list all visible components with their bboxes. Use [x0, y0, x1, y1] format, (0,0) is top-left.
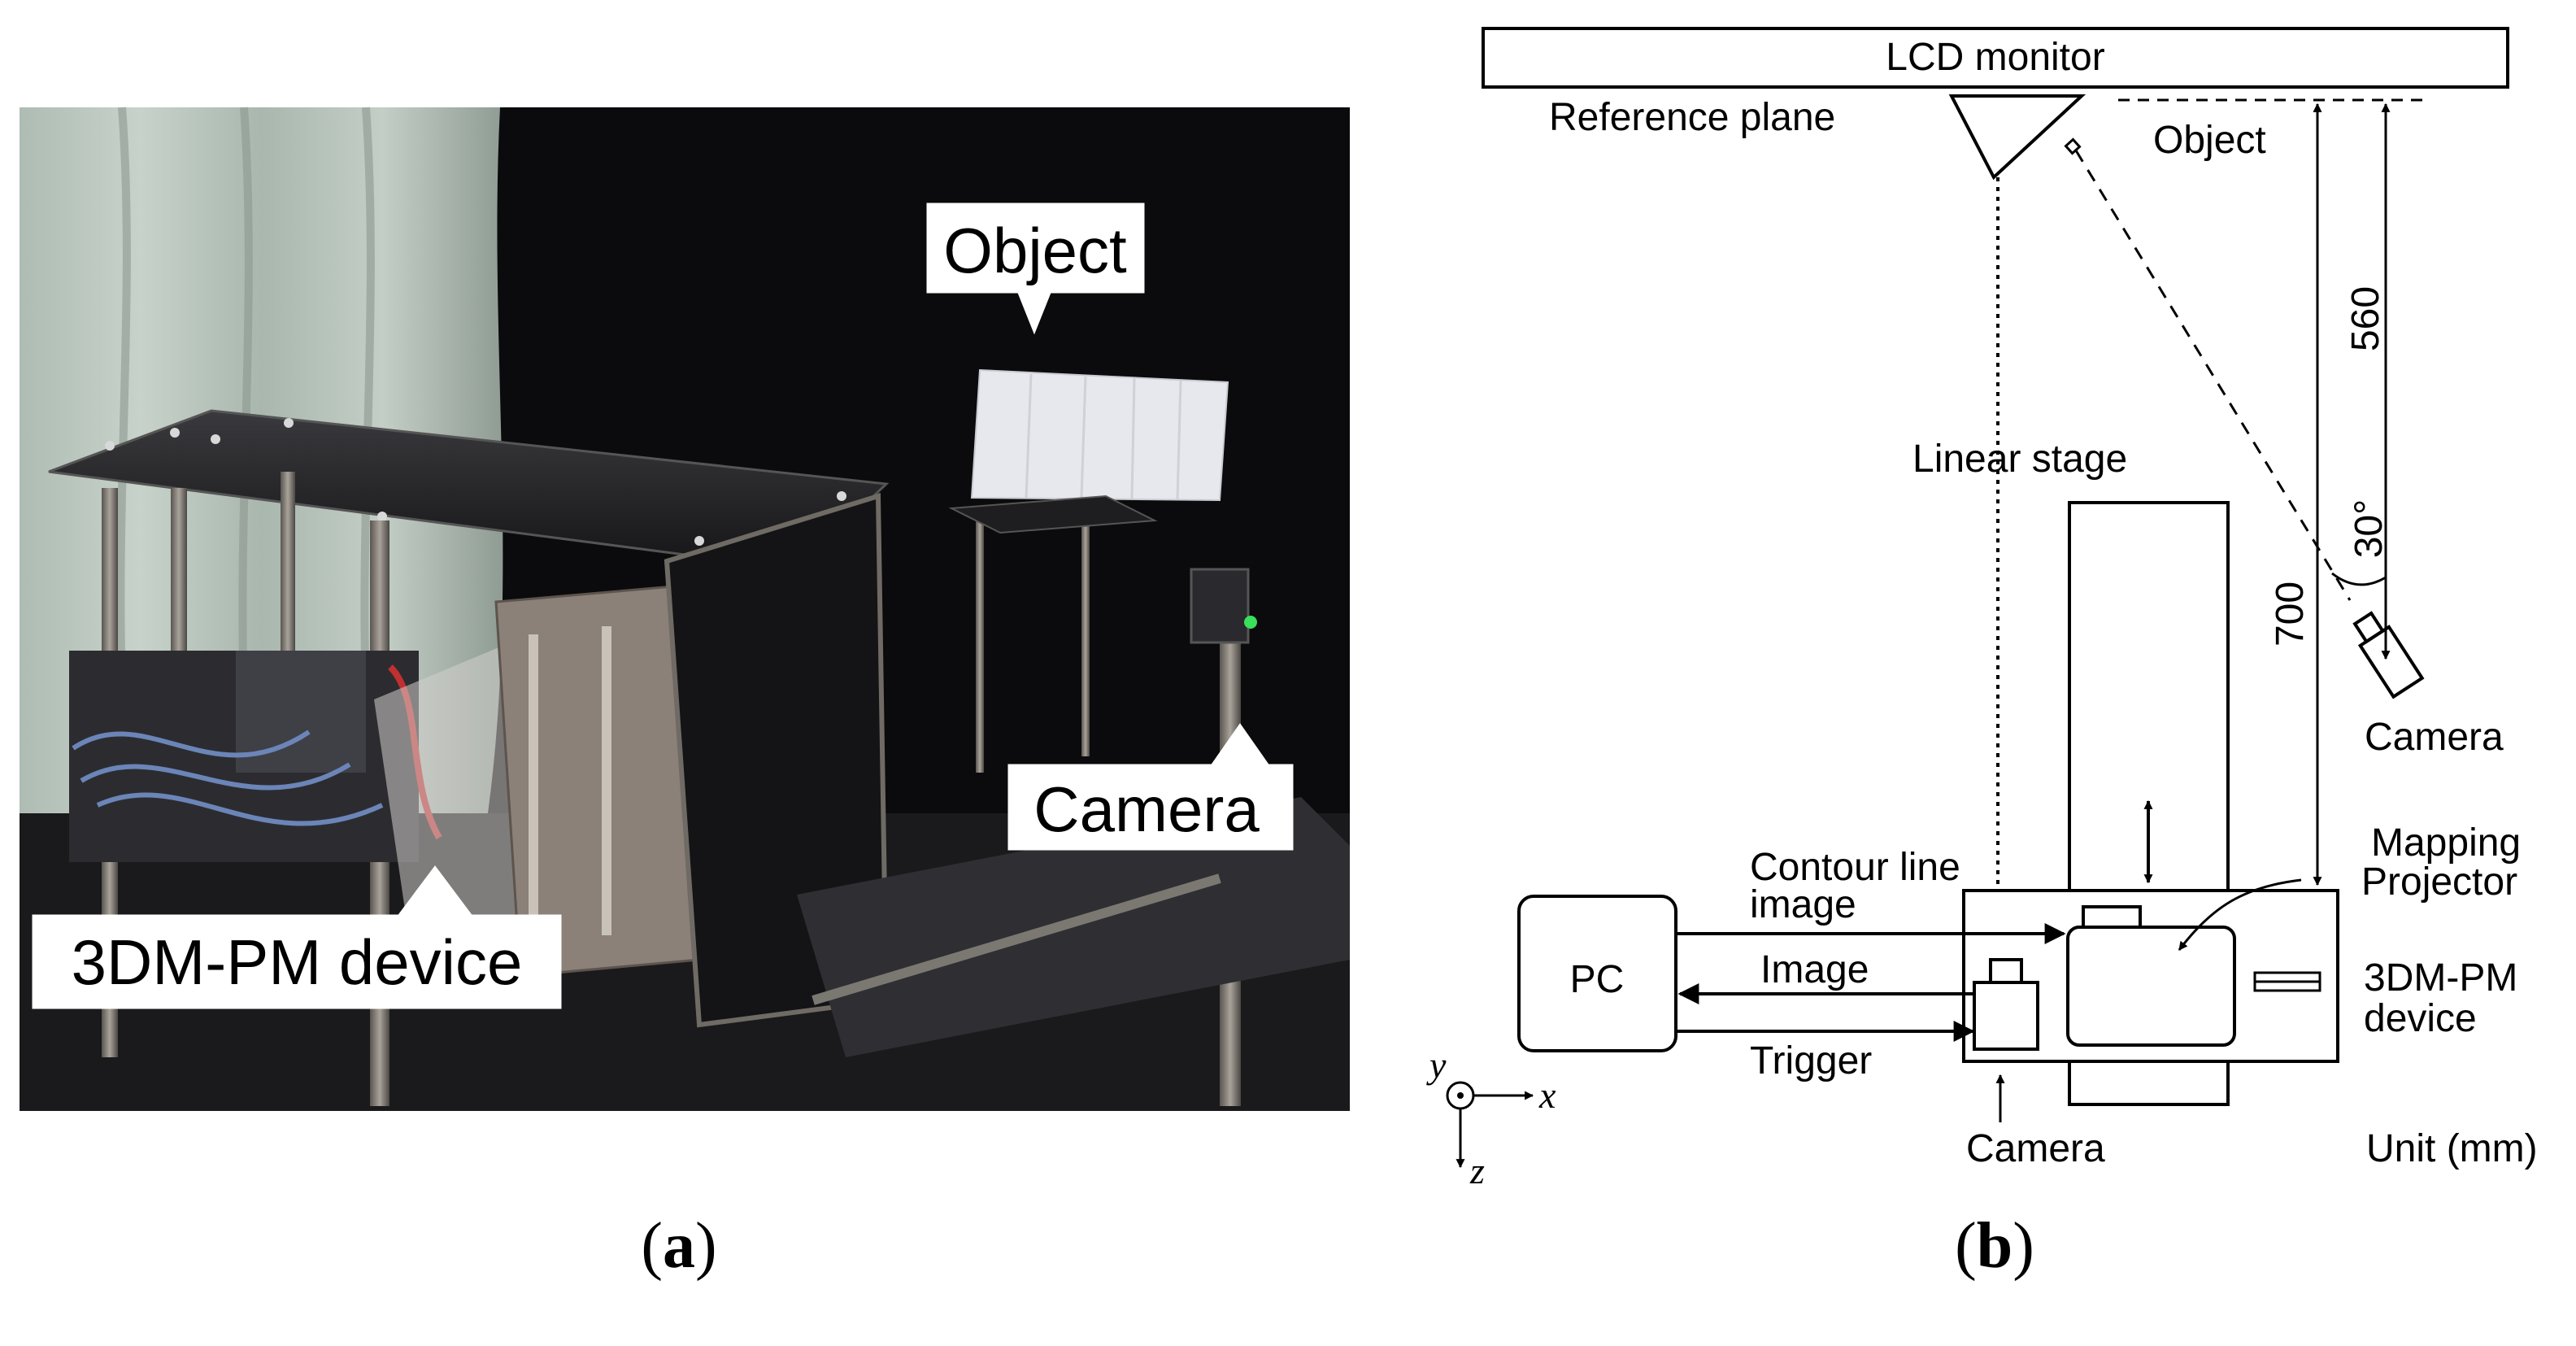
panel-a-photo: Object Camera 3DM-PM device — [20, 107, 1350, 1111]
pc-box — [1517, 895, 1677, 1052]
axis-y-label: y — [1426, 1044, 1447, 1086]
callout-device-label: 3DM-PM device — [72, 926, 523, 998]
label-projector: Projector — [2361, 860, 2517, 904]
label-mapping: Mapping — [2371, 821, 2521, 865]
label-device-line1: 3DM-PM — [2364, 956, 2517, 1000]
callout-object: Object — [926, 203, 1145, 335]
label-device-line2: device — [2364, 997, 2477, 1040]
lcd-monitor — [1482, 27, 2509, 89]
camera-led — [1244, 616, 1257, 629]
camera-top-symbol — [2352, 611, 2425, 699]
axis-x-label: x — [1538, 1074, 1556, 1116]
axis-z-label: z — [1469, 1150, 1485, 1191]
label-dim-560: 560 — [2344, 286, 2387, 351]
callout-device: 3DM-PM device — [32, 865, 562, 1009]
mapping-projector-leader — [2178, 878, 2302, 951]
label-linear-stage: Linear stage — [1912, 438, 2127, 481]
axis-labels: y x z — [1426, 1044, 1556, 1191]
camera-photo — [1190, 568, 1250, 644]
label-contour-image: image — [1750, 883, 1856, 926]
label-trigger: Trigger — [1750, 1039, 1872, 1082]
label-angle: 30° — [2348, 499, 2391, 559]
label-dim-700: 700 — [2269, 582, 2312, 647]
callout-camera: Camera — [1007, 723, 1294, 851]
device-camera-lens — [1989, 958, 2023, 984]
label-pc: PC — [1570, 958, 1625, 1001]
label-object: Object — [2153, 119, 2266, 162]
panel-b-diagram — [1446, 27, 2509, 1169]
label-camera-top: Camera — [2365, 716, 2504, 759]
panel-a-caption: (a) — [641, 1210, 716, 1282]
top-plate — [48, 409, 890, 571]
device-camera-body — [1973, 981, 2039, 1051]
panel-b-labels: LCD monitor Reference plane Object Linea… — [1549, 36, 2538, 1170]
cables — [72, 730, 384, 826]
callout-object-label: Object — [943, 215, 1127, 286]
label-contour-line: Contour line — [1750, 846, 1960, 889]
label-image: Image — [1760, 948, 1869, 991]
label-unit: Unit (mm) — [2366, 1127, 2538, 1170]
object-stand — [948, 494, 1158, 534]
camera-view-line — [2074, 150, 2352, 601]
object-triangle — [1948, 94, 2086, 181]
plate-screws — [105, 418, 846, 546]
projector-body — [2066, 926, 2236, 1047]
projector-lens — [2082, 905, 2142, 929]
label-lcd-monitor: LCD monitor — [1886, 36, 2104, 79]
panel-b-caption: (b) — [1955, 1210, 2034, 1282]
object-photo — [970, 368, 1229, 502]
label-reference-plane: Reference plane — [1549, 96, 1835, 139]
callout-camera-label: Camera — [1033, 773, 1260, 845]
label-camera-bottom: Camera — [1966, 1127, 2105, 1170]
angle-arc — [2331, 572, 2387, 586]
